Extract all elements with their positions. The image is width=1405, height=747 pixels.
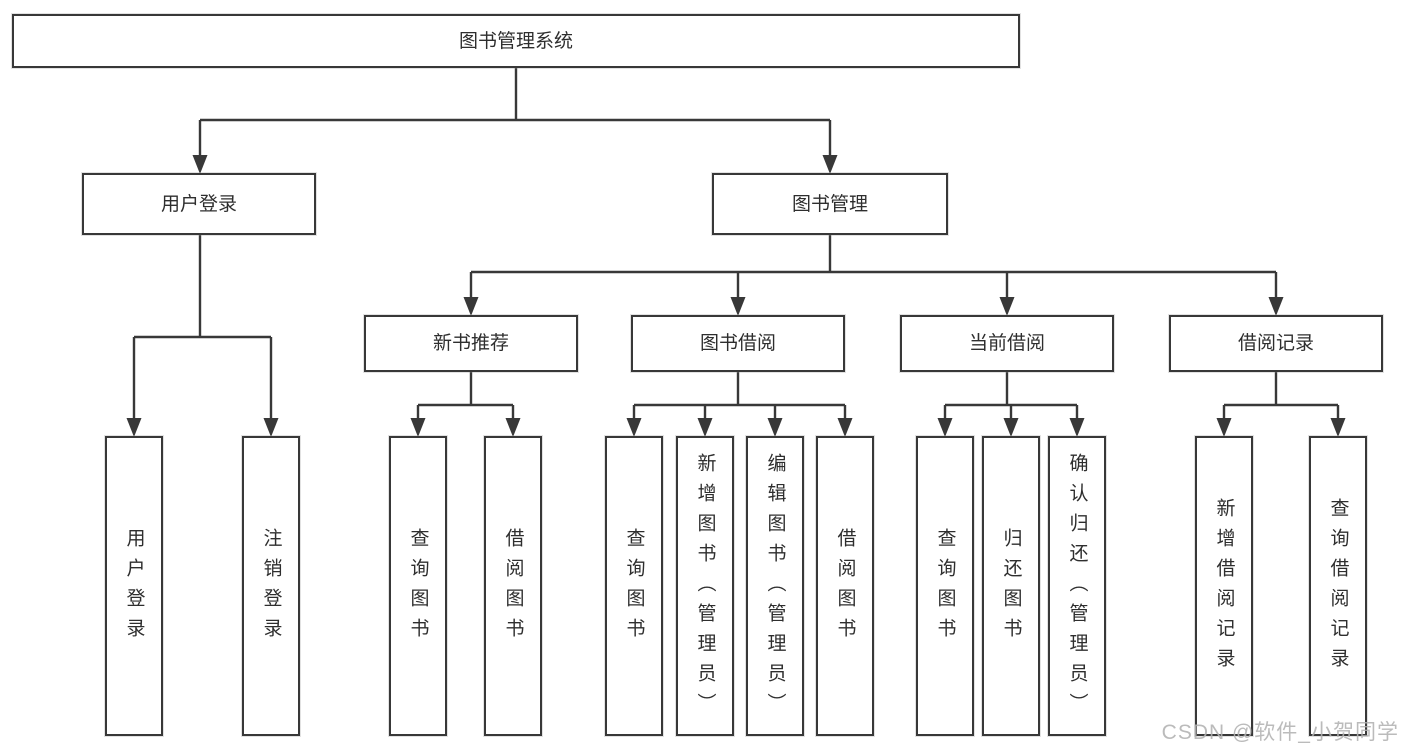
arrow-down-icon xyxy=(263,418,279,437)
leaf-query-books-recommendation: 查询图书 xyxy=(389,436,447,736)
arrow-down-icon xyxy=(1069,418,1085,437)
arrow-down-icon xyxy=(837,418,853,437)
arrow-down-icon xyxy=(697,418,713,437)
leaf-borrow-books-borrowing: 借阅图书 xyxy=(816,436,874,736)
node-borrowing-records: 借阅记录 xyxy=(1169,315,1383,372)
connector-line xyxy=(416,372,515,420)
connector-line xyxy=(198,68,832,157)
node-current-borrowing: 当前借阅 xyxy=(900,315,1114,372)
arrow-down-icon xyxy=(767,418,783,437)
arrow-down-icon xyxy=(730,297,746,316)
arrow-down-icon xyxy=(999,297,1015,316)
arrow-down-icon xyxy=(126,418,142,437)
leaf-query-books-borrowing: 查询图书 xyxy=(605,436,663,736)
arrow-down-icon xyxy=(1003,418,1019,437)
connector-line xyxy=(469,235,1278,299)
connector-root-to-level2 xyxy=(192,68,838,174)
arrow-down-icon xyxy=(1216,418,1232,437)
connector-book-borrowing-to-leaves xyxy=(626,372,853,437)
leaf-user-login: 用户登录 xyxy=(105,436,163,736)
arrow-down-icon xyxy=(626,418,642,437)
leaf-borrow-books-recommendation: 借阅图书 xyxy=(484,436,542,736)
leaf-confirm-return-admin: 确认归还（管理员） xyxy=(1048,436,1106,736)
leaf-edit-books-admin: 编辑图书（管理员） xyxy=(746,436,804,736)
arrow-down-icon xyxy=(1268,297,1284,316)
connector-line xyxy=(632,372,847,420)
arrow-down-icon xyxy=(937,418,953,437)
arrow-down-icon xyxy=(192,155,208,174)
node-library-management-system: 图书管理系统 xyxy=(12,14,1020,68)
connector-user-login-to-leaves xyxy=(126,235,279,437)
leaf-return-books: 归还图书 xyxy=(982,436,1040,736)
node-user-login: 用户登录 xyxy=(82,173,316,235)
leaf-add-books-admin: 新增图书（管理员） xyxy=(676,436,734,736)
arrow-down-icon xyxy=(463,297,479,316)
connector-new-book-recommendation-to-leaves xyxy=(410,372,521,437)
node-book-management: 图书管理 xyxy=(712,173,948,235)
csdn-watermark: CSDN @软件_小贺同学 xyxy=(1161,721,1399,744)
leaf-query-books-current: 查询图书 xyxy=(916,436,974,736)
connector-line xyxy=(1222,372,1340,420)
arrow-down-icon xyxy=(410,418,426,437)
node-book-borrowing: 图书借阅 xyxy=(631,315,845,372)
node-new-book-recommendation: 新书推荐 xyxy=(364,315,578,372)
connector-line xyxy=(943,372,1079,420)
connector-line xyxy=(132,235,273,420)
leaf-logout: 注销登录 xyxy=(242,436,300,736)
connector-borrowing-records-to-leaves xyxy=(1216,372,1346,437)
arrow-down-icon xyxy=(505,418,521,437)
leaf-add-borrow-record: 新增借阅记录 xyxy=(1195,436,1253,736)
connector-book-management-to-level3 xyxy=(463,235,1284,316)
arrow-down-icon xyxy=(1330,418,1346,437)
arrow-down-icon xyxy=(822,155,838,174)
leaf-query-borrow-record: 查询借阅记录 xyxy=(1309,436,1367,736)
connector-current-borrowing-to-leaves xyxy=(937,372,1085,437)
